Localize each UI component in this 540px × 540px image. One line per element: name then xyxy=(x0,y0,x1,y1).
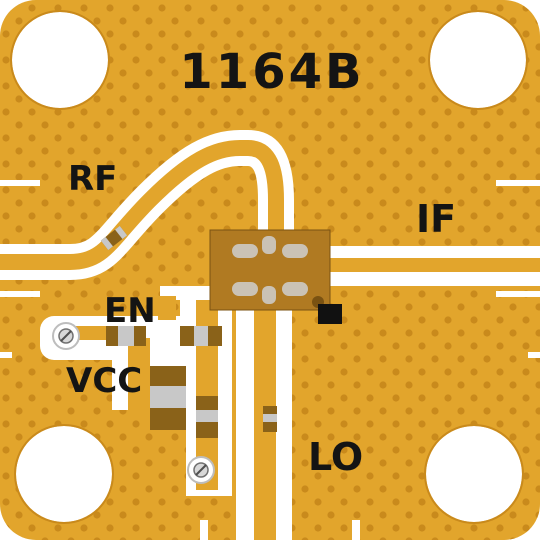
bias-copper xyxy=(66,296,218,490)
if-label: IF xyxy=(416,197,456,241)
mounting-holes xyxy=(10,10,528,524)
smd-components xyxy=(100,225,277,438)
mounting-hole-top-left xyxy=(12,12,108,108)
lo-label: LO xyxy=(308,435,363,479)
lo-capacitor xyxy=(263,406,277,432)
en-resistor-left xyxy=(106,326,146,346)
vcc-capacitor-small xyxy=(196,396,218,438)
rf-capacitor xyxy=(100,225,128,251)
en-label: EN xyxy=(104,291,156,331)
mounting-hole-top-right xyxy=(430,12,526,108)
screw-test-point-icon xyxy=(187,456,215,484)
mounting-hole-bottom-left xyxy=(16,426,112,522)
vcc-label: VCC xyxy=(66,361,142,401)
mixer-ic xyxy=(209,229,331,311)
screw-test-point-icon xyxy=(52,322,80,350)
part-number: 1164B xyxy=(179,44,364,100)
pin1-marker-icon xyxy=(318,304,342,324)
mounting-hole-bottom-right xyxy=(426,426,522,522)
en-resistor-right xyxy=(180,326,222,346)
rf-label: RF xyxy=(68,159,117,199)
rf-trace xyxy=(0,130,294,280)
if-trace xyxy=(330,246,540,286)
lo-trace xyxy=(236,296,292,540)
edge-notches xyxy=(0,180,540,358)
vcc-capacitor-large xyxy=(150,366,186,430)
